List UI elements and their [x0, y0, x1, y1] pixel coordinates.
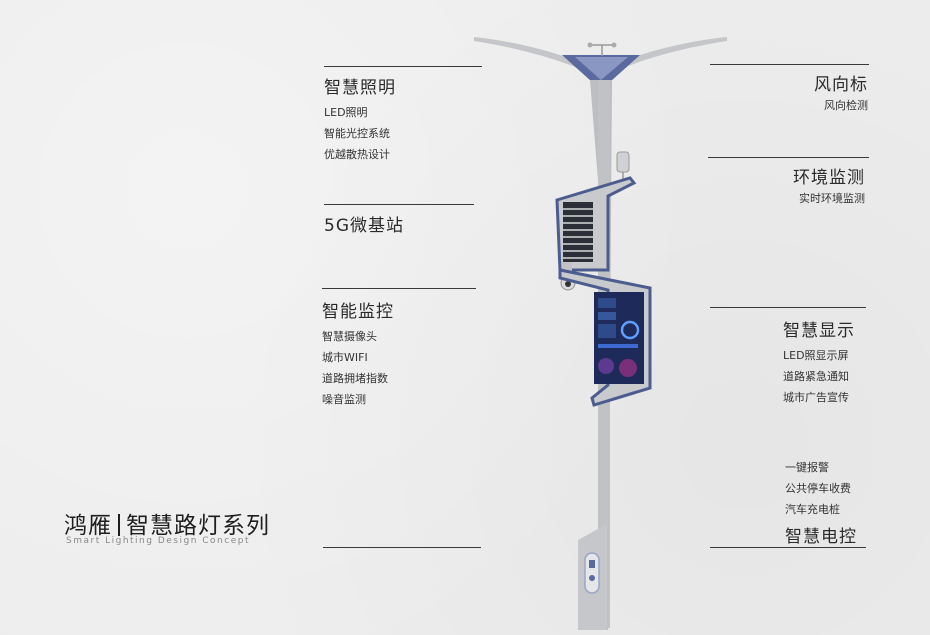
display-item: 道路紧急通知 [783, 370, 849, 383]
monitoring-item: 城市WIFI [322, 351, 368, 364]
wind-vane-cup-left [587, 42, 593, 48]
power-item: 一键报警 [785, 461, 829, 474]
5g-grille [563, 202, 593, 262]
power-block: 一键报警 公共停车收费 汽车充电桩 智慧电控 [785, 457, 857, 547]
monitoring-title: 智能监控 [322, 302, 394, 322]
control-panel [584, 552, 600, 594]
display-rule [710, 307, 866, 308]
camera-lens [565, 281, 571, 287]
screen-chart-right [619, 359, 637, 377]
monitoring-item: 道路拥堵指数 [322, 372, 388, 385]
wind-rule [710, 64, 869, 65]
lighting-title: 智慧照明 [324, 78, 396, 98]
environment-sensor [616, 151, 630, 173]
screen-panel-b [598, 312, 616, 320]
lamp-head-inner [575, 57, 628, 80]
wind-title: 风向标 [814, 75, 868, 95]
display-title: 智慧显示 [783, 321, 855, 341]
environment-title: 环境监测 [793, 168, 865, 188]
power-item: 公共停车收费 [785, 482, 851, 495]
lighting-item: 智能光控系统 [324, 127, 390, 140]
alarm-button [589, 560, 595, 568]
brand-name-right: 智慧路灯系列 [126, 513, 270, 539]
environment-block: 环境监测 实时环境监测 [708, 163, 865, 209]
monitoring-rule [322, 288, 476, 289]
grille-slats [563, 208, 593, 259]
base-station-rule [324, 204, 474, 205]
wind-vane-cup-right [611, 42, 617, 48]
screen-gauge [620, 320, 640, 340]
charging-port [589, 575, 595, 581]
environment-rule [708, 157, 869, 158]
power-item: 汽车充电桩 [785, 503, 840, 516]
base-station-title: 5G微基站 [324, 216, 404, 236]
camera-mount [562, 262, 572, 276]
screen-panel-a [598, 298, 616, 308]
monitoring-item: 智慧摄像头 [322, 330, 377, 343]
brand-name-left: 鸿雁 [64, 513, 112, 539]
lighting-block: 智慧照明 LED照明 智能光控系统 优越散热设计 [324, 73, 396, 165]
screen-panel-c [598, 324, 616, 338]
lighting-item: 优越散热设计 [324, 148, 390, 161]
monitoring-block: 智能监控 智慧摄像头 城市WIFI 道路拥堵指数 噪音监测 [322, 297, 394, 410]
lighting-item: LED照明 [324, 106, 368, 119]
power-title: 智慧电控 [785, 527, 857, 547]
screen-chart-left [598, 358, 614, 374]
power-rule [710, 547, 866, 548]
display-item: LED照显示屏 [783, 349, 849, 362]
left-lamp-arm [474, 37, 604, 80]
display-block: 智慧显示 LED照显示屏 道路紧急通知 城市广告宣传 [783, 316, 855, 408]
brand-title: 鸿雁智慧路灯系列 [64, 506, 270, 540]
brand-subtitle: Smart Lighting Design Concept [66, 536, 250, 546]
base-station-block: 5G微基站 [324, 211, 404, 236]
brand-rule [323, 547, 481, 548]
brand-divider [118, 514, 120, 536]
environment-item: 实时环境监测 [799, 192, 865, 205]
lighting-rule [324, 66, 482, 67]
wind-block: 风向标 风向检测 [710, 70, 868, 116]
screen-bar [598, 344, 638, 348]
right-lamp-arm [597, 37, 727, 80]
display-item: 城市广告宣传 [783, 391, 849, 404]
wind-item: 风向检测 [824, 99, 868, 112]
monitoring-item: 噪音监测 [322, 393, 366, 406]
